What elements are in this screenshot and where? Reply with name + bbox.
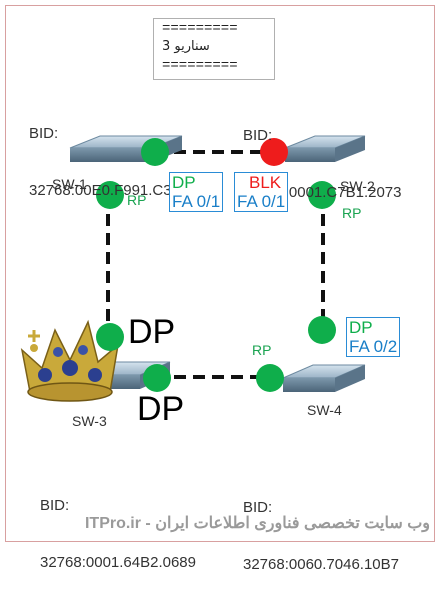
sw1-right-dp-dot <box>141 138 169 166</box>
sw3-up-dp-label: DP <box>128 313 176 351</box>
sw4-left-rp-dot <box>256 364 284 392</box>
sw2-port-iface: FA 0/1 <box>237 192 286 211</box>
sw1-bid-value: 32768:00E0.F991.C369 <box>29 182 189 199</box>
sw1-bid-label: BID: <box>29 125 59 142</box>
scenario-header: ========= سناریو 3 ========= <box>153 18 275 80</box>
diagram-frame <box>5 5 435 542</box>
sw4-up-dp-dot <box>308 316 336 344</box>
sw1-down-rp-dot <box>96 181 124 209</box>
sw4-port-fa02: DP FA 0/2 <box>346 317 401 357</box>
sw4-bid-label: BID: <box>243 499 273 516</box>
sw2-port-fa01: BLK FA 0/1 <box>234 172 289 212</box>
header-separator-top: ========= <box>162 21 238 37</box>
crown-icon <box>20 319 120 402</box>
sw2-rp-label: RP <box>342 205 362 221</box>
topology-diagram <box>20 135 366 402</box>
sw1-bid: BID: 32768:00E0.F991.C369 <box>29 86 188 219</box>
sw3-right-dp-dot <box>143 364 171 392</box>
sw1-port-iface: FA 0/1 <box>172 192 221 211</box>
switch-icon[interactable] <box>284 135 366 162</box>
sw2-down-rp-dot <box>308 181 336 209</box>
sw4-port-iface: FA 0/2 <box>349 337 398 356</box>
sw2-left-blk-dot <box>260 138 288 166</box>
sw1-port-role: DP <box>172 173 196 192</box>
scenario-title: سناریو 3 <box>162 39 210 54</box>
header-separator-bottom: ========= <box>162 58 238 74</box>
sw2-port-role: BLK <box>249 173 282 192</box>
sw4-port-role: DP <box>349 318 373 337</box>
sw4-bid-value: 32768:0060.7046.10B7 <box>243 556 399 573</box>
sw3-name: SW-3 <box>72 413 107 429</box>
sw3-bid-label: BID: <box>40 497 70 514</box>
sw3-right-dp-label: DP <box>137 390 185 428</box>
footer-watermark: ITPro.ir - وب سایت تخصصی فناوری اطلاعات … <box>84 515 430 532</box>
sw1-rp-label: RP <box>127 192 147 208</box>
sw3-up-dp-dot <box>96 323 124 351</box>
sw4-name: SW-4 <box>307 402 342 418</box>
sw1-port-fa01: DP FA 0/1 <box>169 172 224 212</box>
sw2-bid-label: BID: <box>243 127 273 144</box>
port-status-dots <box>96 138 336 392</box>
sw1-name: SW-1 <box>52 176 87 192</box>
sw4-rp-label: RP <box>252 342 272 358</box>
sw2-name: SW-2 <box>340 178 375 194</box>
switch-icon[interactable] <box>282 364 366 392</box>
sw3-bid-value: 32768:0001.64B2.0689 <box>40 554 196 571</box>
